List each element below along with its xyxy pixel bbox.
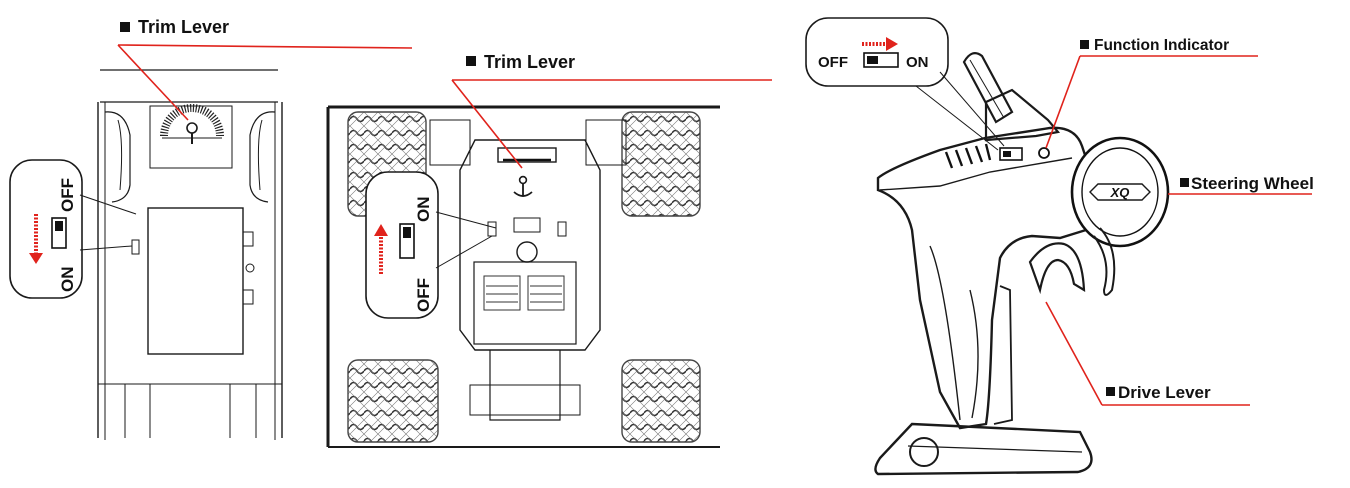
- steering-wheel-logo: XQ: [1110, 185, 1130, 200]
- panel-1-trim-callout: [117, 22, 413, 121]
- panel-2-trim-callout: [451, 56, 772, 169]
- steering-wheel-label: Steering Wheel: [1191, 174, 1314, 193]
- steering-wheel-icon: [1070, 136, 1170, 248]
- transmitter-switch-off-label: OFF: [818, 54, 848, 71]
- transmitter-callouts: [1045, 40, 1312, 406]
- panel-1-car-body: [97, 69, 283, 440]
- panel-1-switch-off-label: OFF: [58, 178, 77, 212]
- drive-lever-label: Drive Lever: [1118, 383, 1211, 402]
- panel-1-trim-dial-icon: [160, 104, 224, 144]
- transmitter-switch-bubble: [805, 17, 1005, 151]
- panel-2-trim-icon: [513, 175, 533, 197]
- transmitter-switch-icon: [999, 147, 1023, 161]
- panel-2-trim-lever-label: Trim Lever: [484, 52, 575, 72]
- transmitter-switch-on-label: ON: [906, 54, 929, 71]
- panel-1-trim-lever-label: Trim Lever: [138, 17, 229, 37]
- panel-2-switch-bubble: [365, 171, 497, 319]
- panel-2-tires: [347, 111, 701, 443]
- panel-2-switch-on-label: ON: [414, 197, 433, 223]
- panel-1-switch-on-label: ON: [58, 267, 77, 293]
- panel-1-switch-bubble: [9, 159, 137, 299]
- transmitter-body: [874, 52, 1093, 476]
- panel-2-frame: [326, 105, 720, 448]
- drive-lever-icon: [1028, 227, 1116, 296]
- function-indicator-label: Function Indicator: [1094, 37, 1229, 54]
- function-indicator-led-icon: [1038, 147, 1050, 159]
- panel-2-chassis: [429, 119, 627, 421]
- panel-2-switch-off-label: OFF: [414, 278, 433, 312]
